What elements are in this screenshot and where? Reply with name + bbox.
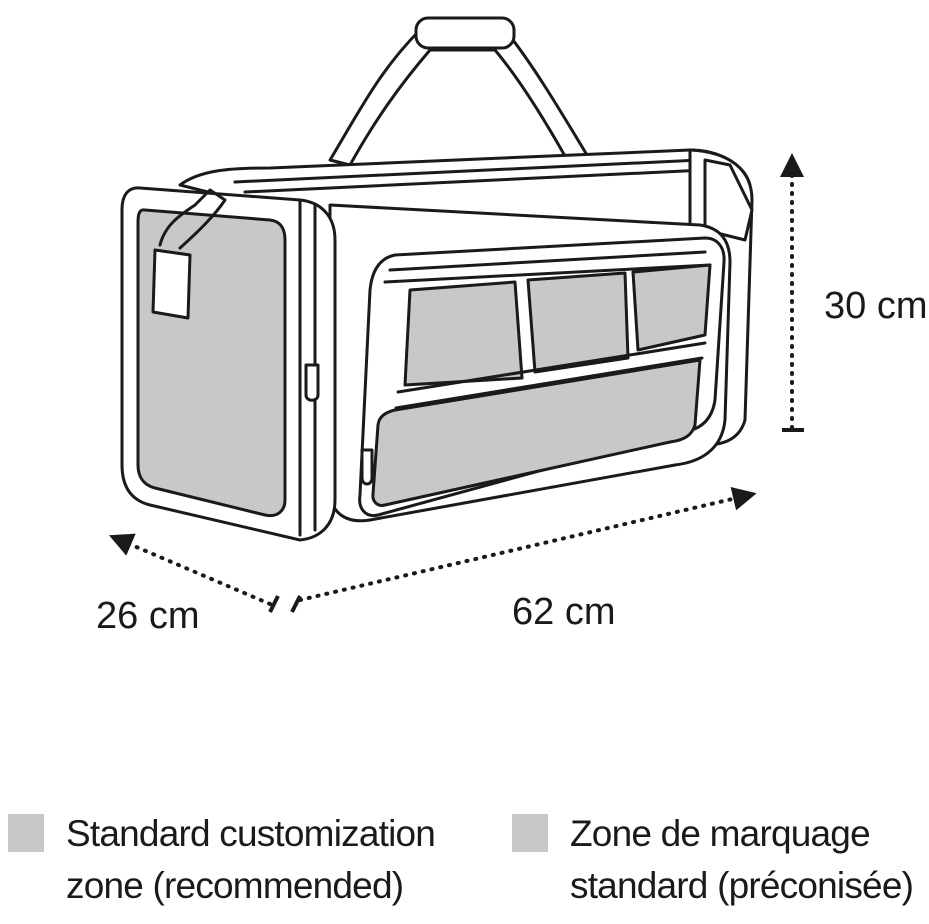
strap-clip [151,248,192,320]
height-label: 30 cm [824,285,927,327]
legend-french-text: Zone de marquage standard (préconisée) [570,808,914,912]
depth-label: 26 cm [96,595,199,637]
handle-grip [414,16,516,50]
legend-french: Zone de marquage standard (préconisée) [512,808,914,912]
tick-a [268,595,280,613]
legend-english-line2: zone (recommended) [66,865,404,906]
pocket-window-1 [403,280,524,387]
tick-b [290,595,302,613]
legend-swatch [512,814,548,852]
front-customization-zone [371,358,702,507]
legend-english: Standard customization zone (recommended… [8,808,436,912]
legend-swatch [8,814,44,852]
pocket-zipper [383,250,712,284]
length-label: 62 cm [512,591,615,633]
strap-ring [158,188,227,250]
pocket-band [394,341,707,410]
depth-arrow [108,533,272,606]
dimension-arrows [108,153,804,613]
legend-english-line1: Standard customization [66,813,436,854]
pocket-window-3 [631,263,712,352]
length-arrow [298,487,757,602]
pocket-window-2 [526,271,630,374]
legend-french-line2: standard (préconisée) [570,865,914,906]
duffel-bag [120,16,754,542]
back-handle [328,28,592,167]
pocket-zipper-pull [360,448,374,486]
bag-diagram: 30 cm 62 cm 26 cm [96,16,927,637]
legend-french-line1: Zone de marquage [570,813,871,854]
top-zipper-2 [243,168,707,194]
legend-english-text: Standard customization zone (recommended… [66,808,436,912]
right-strap [703,158,754,242]
left-zipper-pull [304,363,320,402]
top-zipper [233,158,702,184]
